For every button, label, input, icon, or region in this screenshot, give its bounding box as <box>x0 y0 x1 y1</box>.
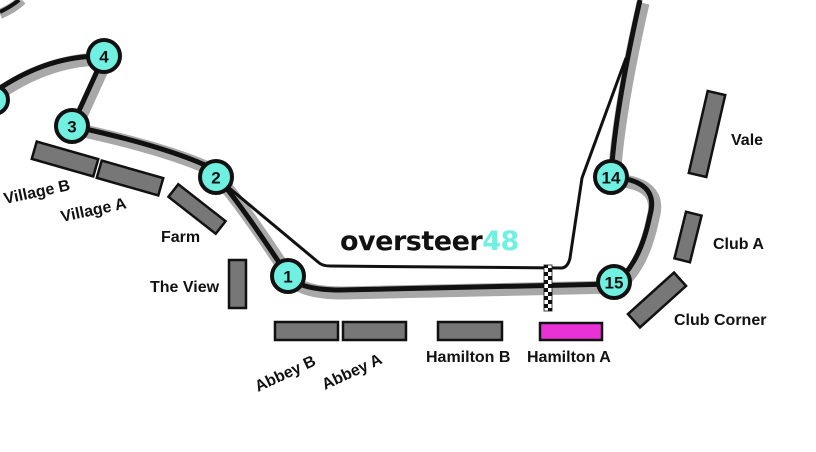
pit-lane <box>215 57 628 270</box>
turn-4-number: 4 <box>99 48 109 67</box>
turn-4[interactable]: 4 <box>86 38 122 74</box>
grandstand-hamilton-b[interactable] <box>436 320 504 342</box>
grandstand-vale[interactable] <box>687 89 727 179</box>
grandstand-the-view[interactable] <box>227 258 248 310</box>
label-the-view: The View <box>150 279 220 296</box>
grandstand-abbey-b[interactable] <box>273 320 340 342</box>
label-abbey-a: Abbey A <box>320 351 386 394</box>
turn-marker-partial <box>0 85 10 115</box>
grandstand-club-a[interactable] <box>672 210 704 264</box>
logo-accent-text: 48 <box>482 226 519 257</box>
turn-1-number: 1 <box>283 268 292 287</box>
track-segment-topleft-line <box>0 0 21 14</box>
grandstand-hamilton-a[interactable] <box>538 321 604 342</box>
turn-3[interactable]: 3 <box>54 108 90 144</box>
grandstand-farm[interactable] <box>166 182 228 236</box>
label-club-a: Club A <box>713 236 764 253</box>
label-village-b: Village B <box>2 177 71 208</box>
label-hamilton-a: Hamilton A <box>527 349 611 366</box>
label-hamilton-b: Hamilton B <box>426 349 510 366</box>
turn-14-number: 14 <box>602 169 621 188</box>
start-finish-line <box>543 264 553 312</box>
grandstand-village-a[interactable] <box>95 158 165 198</box>
turn-2[interactable]: 2 <box>198 159 234 195</box>
grandstand-village-b[interactable] <box>30 139 100 179</box>
grandstand-club-corner[interactable] <box>626 270 688 330</box>
label-club-corner: Club Corner <box>674 312 766 329</box>
grandstand-abbey-a[interactable] <box>341 320 408 342</box>
oversteer48-logo: oversteer48 <box>340 226 519 257</box>
label-vale: Vale <box>731 132 763 149</box>
label-farm: Farm <box>161 229 200 246</box>
turn-3-number: 3 <box>67 118 76 137</box>
label-village-a: Village A <box>59 195 128 226</box>
logo-main-text: oversteer <box>340 226 483 257</box>
turn-15-number: 15 <box>605 274 624 293</box>
turn-2-number: 2 <box>211 169 220 188</box>
turn-14[interactable]: 14 <box>593 159 629 195</box>
turn-15[interactable]: 15 <box>596 264 632 300</box>
label-abbey-b: Abbey B <box>253 353 319 396</box>
turn-1[interactable]: 1 <box>270 258 306 294</box>
